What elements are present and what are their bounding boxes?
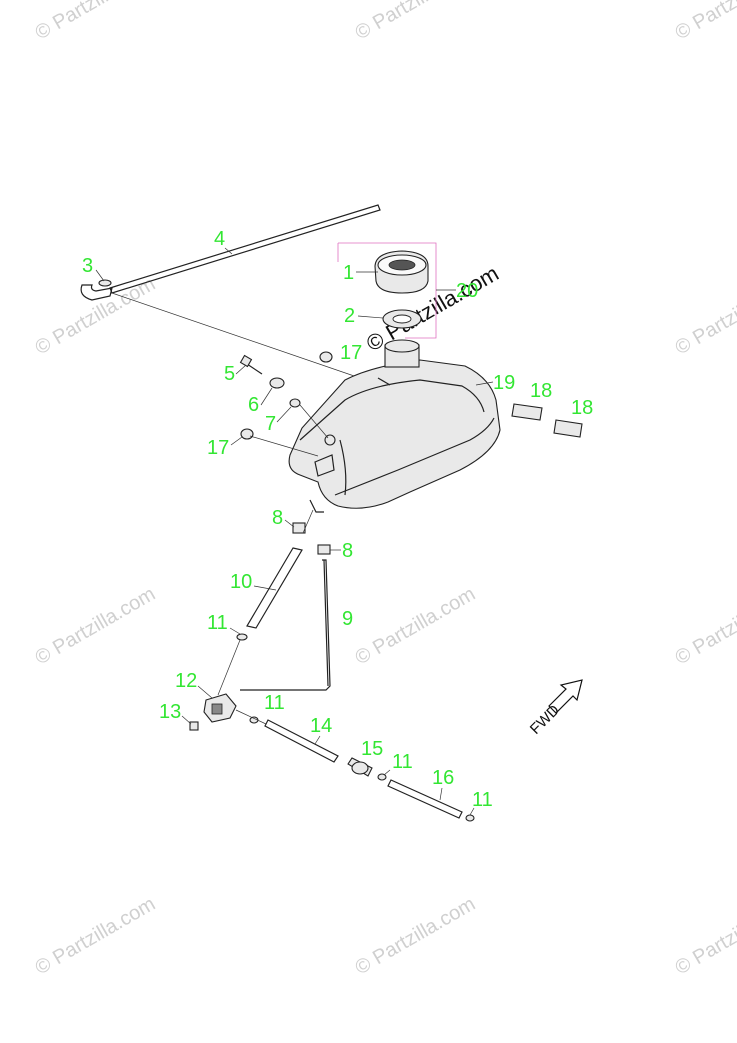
vent-hose [80, 204, 381, 301]
callout-5: 5 [224, 363, 235, 385]
callout-8: 8 [342, 540, 353, 562]
cap-group-box [338, 242, 437, 339]
callout-1: 1 [343, 262, 354, 284]
washer [269, 377, 285, 389]
callout-19: 19 [493, 372, 515, 394]
callout-17: 17 [207, 437, 229, 459]
fuel-hose [246, 547, 303, 629]
callout-8: 8 [272, 507, 283, 529]
watermark: © Partzilla.com [672, 583, 737, 669]
bolt [239, 354, 263, 375]
collar [289, 398, 301, 408]
callout-4: 4 [214, 228, 225, 250]
watermark: © Partzilla.com [32, 0, 160, 44]
fwd-arrow: FWD [527, 679, 583, 738]
valve-screw [189, 721, 199, 731]
watermark: © Partzilla.com [32, 583, 160, 669]
watermark: © Partzilla.com [352, 893, 480, 979]
callout-18: 18 [571, 397, 593, 419]
callout-11: 11 [207, 612, 228, 634]
callout-12: 12 [175, 670, 197, 692]
watermark: © Partzilla.com [352, 583, 480, 669]
watermark: © Partzilla.com [32, 273, 160, 359]
callout-6: 6 [248, 394, 259, 416]
watermark: © Partzilla.com [672, 273, 737, 359]
fuel-cap [374, 250, 429, 294]
watermark: © Partzilla.com [32, 893, 160, 979]
hose-clamp [292, 522, 306, 534]
callout-20: 20 [456, 280, 478, 302]
watermark: © Partzilla.com [352, 0, 480, 44]
callout-15: 15 [361, 738, 383, 760]
callout-11: 11 [264, 692, 285, 714]
fuel-pipe [240, 559, 331, 691]
hose-clamp [317, 544, 331, 555]
callout-11: 11 [392, 751, 413, 773]
fuel-tank [288, 339, 501, 513]
callout-11: 11 [472, 789, 493, 811]
callout-labels: 1 2 20 3 4 5 6 7 17 17 19 18 18 8 8 10 9… [82, 228, 593, 816]
clamp [236, 633, 248, 641]
decal [553, 419, 583, 438]
callout-18: 18 [530, 380, 552, 402]
callout-17: 17 [340, 342, 362, 364]
grommet [319, 351, 333, 363]
clamp [465, 814, 475, 822]
watermark: © Partzilla.com [672, 0, 737, 44]
watermark: © Partzilla.com [672, 893, 737, 979]
callout-7: 7 [265, 413, 276, 435]
hose [264, 719, 339, 763]
fuel-filter [347, 757, 373, 777]
cap-gasket [382, 309, 422, 329]
callout-13: 13 [159, 701, 181, 723]
decal [511, 403, 543, 421]
callout-10: 10 [230, 571, 252, 593]
callout-16: 16 [432, 767, 454, 789]
clamp [377, 773, 387, 781]
hose [387, 779, 463, 819]
fuel-valve [203, 693, 237, 723]
callout-3: 3 [82, 255, 93, 277]
callout-14: 14 [310, 715, 332, 737]
callout-9: 9 [342, 608, 353, 630]
callout-2: 2 [344, 305, 355, 327]
grommet [240, 428, 254, 440]
